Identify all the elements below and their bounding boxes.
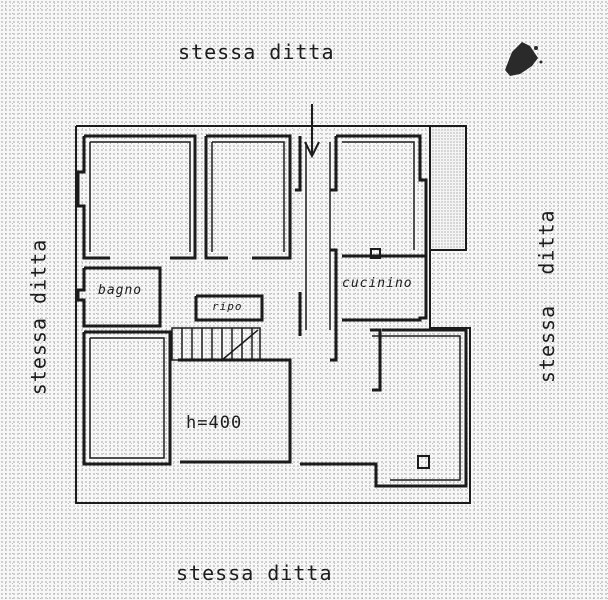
- label-top-neighbor: stessa ditta: [178, 40, 335, 64]
- label-right-lower: stessa: [535, 304, 560, 384]
- arrow-down-icon: [304, 104, 320, 159]
- ink-blot: [505, 42, 543, 76]
- thin-walls: [89, 141, 461, 481]
- ceiling-height-label: h=400: [186, 413, 243, 433]
- room-label-ripo: ripo: [212, 300, 243, 313]
- outer-boundary: [75, 125, 471, 504]
- small-features: [370, 248, 430, 469]
- label-right-upper: ditta: [534, 209, 559, 275]
- stairs: [171, 327, 261, 361]
- label-bottom-neighbor: stessa ditta: [176, 561, 333, 585]
- room-label-bagno: bagno: [98, 283, 143, 298]
- side-annex: [429, 125, 467, 251]
- label-left-neighbor: stessa ditta: [26, 238, 51, 396]
- room-label-cucinino: cucinino: [342, 276, 413, 291]
- interior-walls: [76, 134, 468, 488]
